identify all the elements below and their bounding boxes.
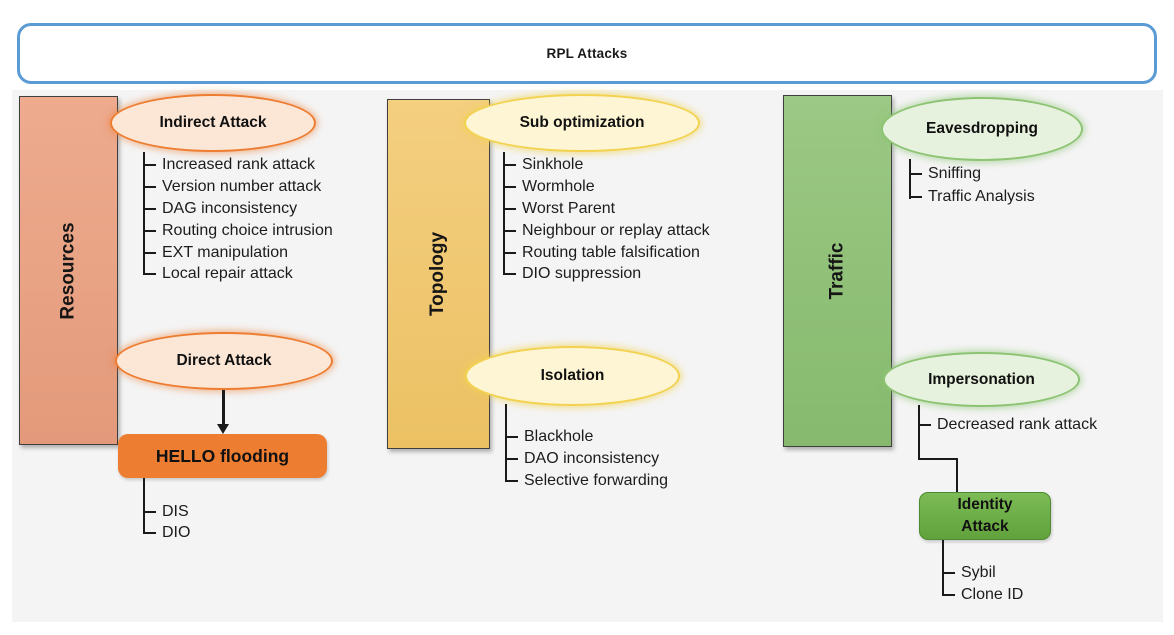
list-item: EXT manipulation (143, 242, 333, 264)
node-impersonation-label: Impersonation (928, 370, 1035, 388)
tree-tick (942, 594, 955, 596)
node-eavesdropping-label: Eavesdropping (926, 120, 1038, 137)
isolation-list: Blackhole DAO inconsistency Selective fo… (505, 426, 668, 492)
title-box: RPL Attacks (17, 23, 1157, 84)
tree-tick (503, 164, 516, 167)
node-direct-attack: Direct Attack (115, 332, 333, 390)
node-indirect-attack-label: Indirect Attack (159, 114, 267, 131)
tree-tick (503, 186, 516, 189)
node-sub-optimization: Sub optimization (464, 94, 700, 152)
list-item: Version number attack (143, 176, 333, 198)
list-item: Sniffing (909, 163, 1035, 186)
tree-tick (505, 480, 518, 482)
list-item: Local repair attack (143, 263, 333, 285)
tree-tick (503, 251, 516, 254)
list-item: DAG inconsistency (143, 198, 333, 220)
tree-tick (503, 273, 516, 276)
tree-tick (143, 164, 156, 167)
sub-optimization-list: Sinkhole Wormhole Worst Parent Neighbour… (503, 155, 710, 286)
node-sub-optimization-label: Sub optimization (519, 114, 645, 131)
tree-tick (143, 273, 156, 276)
tree-stem-hello (142, 478, 145, 534)
list-item: DIO suppression (503, 263, 710, 285)
node-eavesdropping: Eavesdropping (881, 97, 1083, 161)
tree-tick (505, 436, 518, 438)
node-identity-attack-label-line2: Attack (961, 518, 1009, 535)
tree-stem-subopt (502, 152, 505, 275)
tree-tick (909, 173, 922, 176)
list-item: Sinkhole (503, 155, 710, 177)
category-traffic: Traffic (783, 95, 892, 447)
arrow-direct-to-hello (222, 390, 225, 425)
list-item: Routing table falsification (503, 242, 710, 264)
connector-elbow-vertical (956, 458, 958, 494)
list-item: Routing choice intrusion (143, 220, 333, 242)
page-title: RPL Attacks (546, 46, 628, 61)
node-hello-flooding: HELLO flooding (118, 434, 327, 478)
tree-stem-indirect (142, 152, 145, 275)
tree-tick (503, 207, 516, 210)
eavesdropping-list: Sniffing Traffic Analysis (909, 163, 1035, 208)
list-item: Worst Parent (503, 198, 710, 220)
category-resources-label: Resources (57, 221, 79, 320)
tree-tick (143, 510, 156, 513)
connector-elbow-horizontal (918, 458, 958, 460)
tree-stem-isolation (504, 404, 507, 482)
list-item: Neighbour or replay attack (503, 220, 710, 242)
hello-flooding-list: DIS DIO (143, 501, 190, 544)
list-item: Selective forwarding (505, 470, 668, 492)
node-identity-attack: Identity Attack (919, 492, 1051, 540)
list-item: Sybil (942, 562, 1023, 584)
tree-tick (909, 195, 922, 198)
tree-tick (505, 458, 518, 460)
tree-tick (942, 572, 955, 574)
list-item: Wormhole (503, 176, 710, 198)
category-resources: Resources (19, 96, 118, 445)
tree-tick (143, 229, 156, 232)
arrow-head-icon (217, 424, 229, 434)
tree-tick (143, 207, 156, 210)
node-isolation-label: Isolation (540, 367, 605, 384)
list-item: Increased rank attack (143, 155, 333, 177)
indirect-attack-list: Increased rank attack Version number att… (143, 155, 333, 286)
node-direct-attack-label: Direct Attack (176, 352, 272, 369)
tree-tick (143, 186, 156, 189)
node-isolation: Isolation (465, 346, 680, 406)
tree-tick (918, 424, 931, 426)
list-item: DAO inconsistency (505, 448, 668, 470)
list-item: Blackhole (505, 426, 668, 448)
node-indirect-attack: Indirect Attack (110, 94, 316, 152)
node-impersonation: Impersonation (883, 352, 1080, 407)
node-identity-attack-label-line1: Identity (957, 496, 1013, 513)
category-topology: Topology (387, 99, 490, 449)
impersonation-list: Decreased rank attack (918, 414, 1097, 436)
tree-tick (143, 251, 156, 254)
tree-stem-impersonation (917, 405, 920, 460)
list-item: Traffic Analysis (909, 186, 1035, 209)
tree-stem-eavesdropping (908, 159, 911, 199)
list-item: DIS (143, 501, 190, 523)
list-item: Clone ID (942, 584, 1023, 606)
category-traffic-label: Traffic (826, 242, 848, 300)
list-item: Decreased rank attack (918, 414, 1097, 436)
node-hello-flooding-label: HELLO flooding (155, 445, 290, 466)
identity-attack-list: Sybil Clone ID (942, 562, 1023, 606)
tree-tick (503, 229, 516, 232)
category-topology-label: Topology (427, 231, 449, 317)
list-item: DIO (143, 523, 190, 545)
tree-stem-identity (941, 540, 944, 596)
tree-tick (143, 532, 156, 535)
